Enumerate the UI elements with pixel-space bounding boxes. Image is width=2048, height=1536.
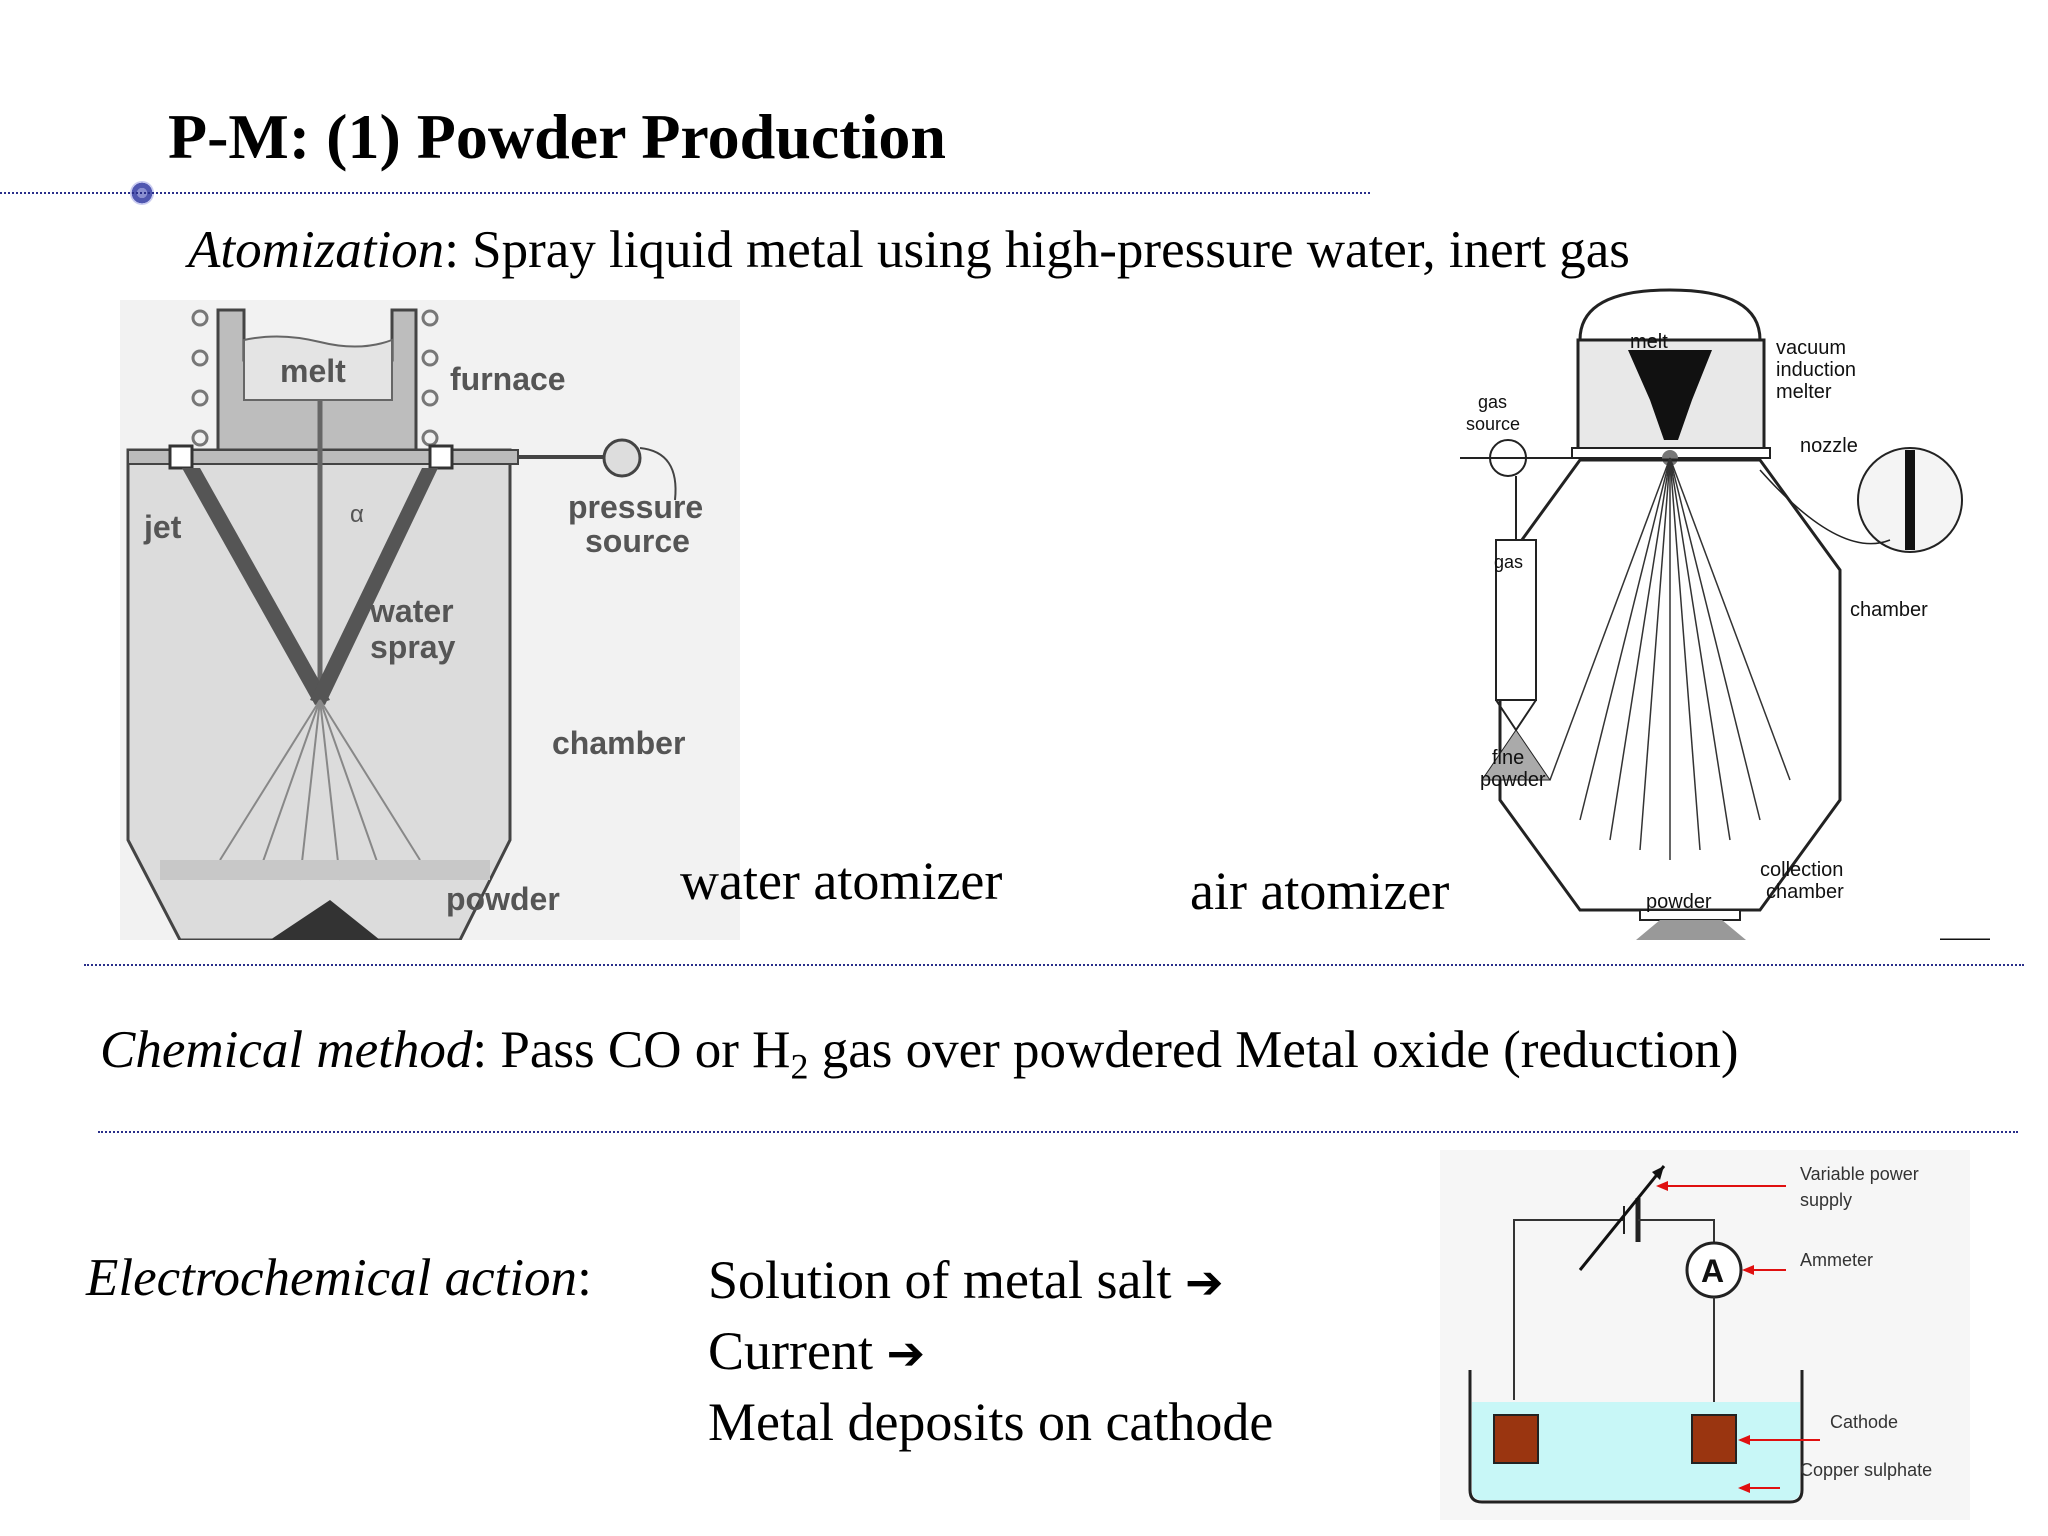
air-melt-label: melt: [1630, 331, 1668, 353]
water-furnace-label: furnace: [450, 361, 566, 397]
step-item: Solution of metal salt ➔: [708, 1250, 1224, 1310]
chemical-text-after: gas over powdered Metal oxide (reduction…: [808, 1021, 1739, 1079]
chemical-line: Chemical method: Pass CO or H2 gas over …: [100, 1020, 1739, 1088]
air-gas-source-label-2: source: [1466, 414, 1520, 434]
water-jet-label: jet: [143, 509, 182, 545]
variable-power-label-1: Variable power: [1800, 1164, 1919, 1184]
air-nozzle-label: nozzle: [1800, 435, 1858, 457]
electrolysis-diagram: A Variable power supply Ammeter Cathode …: [1440, 1150, 1970, 1520]
water-spray-label-2: spray: [370, 629, 456, 665]
atomization-description: : Spray liquid metal using high-pressure…: [444, 221, 1630, 279]
arrow-right-icon: ➔: [886, 1327, 925, 1379]
cathode-label: Cathode: [1830, 1412, 1898, 1432]
air-atomizer-caption: air atomizer: [1190, 861, 1450, 921]
chemical-subscript: 2: [790, 1046, 809, 1087]
air-chamber-label: chamber: [1850, 599, 1928, 621]
air-fine-powder-label-1: fine: [1492, 747, 1524, 769]
air-collection-label-1: collection: [1760, 859, 1843, 881]
air-atomizer-diagram: melt vacuum induction melter gas source …: [1460, 280, 1990, 940]
electrochemical-term: Electrochemical action: [86, 1249, 578, 1307]
chemical-term: Chemical method: [100, 1021, 473, 1079]
water-alpha-label: α: [350, 501, 364, 528]
air-collection-label-2: chamber: [1766, 881, 1844, 903]
atomization-term: Atomization: [188, 221, 445, 279]
ammeter-symbol: A: [1701, 1253, 1724, 1289]
section-divider-1: [84, 964, 2024, 966]
water-pressure-label-1: pressure: [568, 489, 703, 525]
electrochemical-steps: Solution of metal salt ➔ Current ➔ Metal…: [708, 1246, 1273, 1457]
water-atomizer-caption: water atomizer: [680, 851, 1003, 911]
variable-power-label-2: supply: [1800, 1190, 1852, 1210]
air-vacuum-label-2: induction: [1776, 359, 1856, 381]
air-gas-source-label-1: gas: [1478, 392, 1507, 412]
water-chamber-label: chamber: [552, 725, 685, 761]
water-spray-label-1: water: [369, 593, 454, 629]
air-gas-label: gas: [1494, 552, 1523, 572]
section-divider-2: [98, 1131, 2018, 1133]
copper-sulphate-label: Copper sulphate: [1800, 1460, 1932, 1480]
slide-title: P-M: (1) Powder Production: [168, 101, 946, 172]
water-pressure-label-2: source: [585, 523, 690, 559]
title-divider: [0, 192, 1370, 194]
water-atomizer-diagram: melt furnace jet α pressure source water…: [120, 300, 740, 940]
atomization-line: Atomization: Spray liquid metal using hi…: [188, 220, 1630, 280]
water-melt-label: melt: [280, 353, 346, 389]
air-vacuum-label-3: melter: [1776, 381, 1832, 403]
air-powder-label: powder: [1646, 891, 1712, 913]
water-powder-label: powder: [446, 881, 560, 917]
chemical-text-before: : Pass CO or H: [472, 1021, 791, 1079]
electrochemical-colon: :: [577, 1249, 592, 1307]
air-fine-powder-label-2: powder: [1480, 769, 1546, 791]
air-vacuum-label-1: vacuum: [1776, 337, 1846, 359]
ammeter-label: Ammeter: [1800, 1250, 1873, 1270]
step-item: Metal deposits on cathode: [708, 1392, 1274, 1452]
electrochemical-line: Electrochemical action:: [86, 1248, 592, 1308]
step-item: Current ➔: [708, 1321, 925, 1381]
arrow-right-icon: ➔: [1184, 1256, 1224, 1308]
